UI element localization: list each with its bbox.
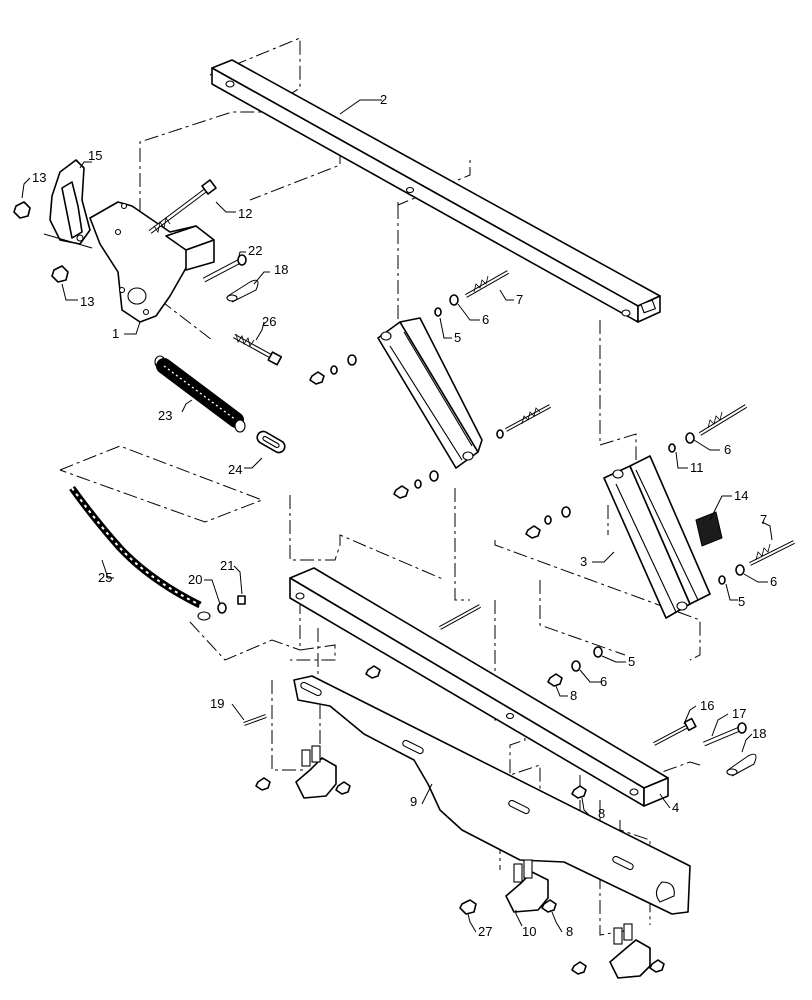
callout-6: 6 (482, 312, 489, 327)
callout-5: 5 (738, 594, 745, 609)
callout-9: 9 (410, 794, 417, 809)
washer-part-20 (217, 602, 227, 614)
callout-27: 27 (478, 924, 492, 939)
callout-17: 17 (732, 706, 746, 721)
callout-labels: 2 15 13 13 12 22 18 1 26 23 24 5 6 7 11 … (32, 92, 777, 939)
top-beam-part-2 (211, 59, 661, 323)
leader-lines (21, 99, 773, 933)
callout-1: 1 (112, 326, 119, 341)
callout-22: 22 (248, 243, 262, 258)
hitch-bracket-part-1 (89, 201, 215, 323)
callout-2: 2 (380, 92, 387, 107)
nut-part-13-upper (13, 201, 31, 219)
pin-part-22 (202, 254, 247, 283)
callout-6: 6 (600, 674, 607, 689)
link-part-24 (256, 430, 286, 454)
callout-3: 3 (580, 554, 587, 569)
hair-pin-clip-part-18-upper (226, 279, 259, 303)
support-arm-part-3 (603, 455, 711, 619)
callout-19: 19 (210, 696, 224, 711)
plate-part-9 (293, 675, 691, 915)
callout-7: 7 (516, 292, 523, 307)
bottom-beam-part-4 (289, 567, 669, 807)
decal-part-14 (695, 511, 723, 547)
pin-part-17 (703, 722, 747, 747)
callout-6: 6 (770, 574, 777, 589)
callout-4: 4 (672, 800, 679, 815)
callout-14: 14 (734, 488, 748, 503)
support-arm-left (377, 317, 483, 469)
callout-15: 15 (88, 148, 102, 163)
callout-10: 10 (522, 924, 536, 939)
hinge-part-10-left (255, 745, 351, 799)
callout-11: 11 (690, 460, 704, 475)
callout-6: 6 (724, 442, 731, 457)
callout-20: 20 (188, 572, 202, 587)
callout-18: 18 (752, 726, 766, 741)
callout-13: 13 (80, 294, 94, 309)
chain-part-25 (69, 485, 211, 621)
bolt-part-16 (653, 717, 697, 746)
hinge-part-10-right (571, 923, 665, 979)
callout-12: 12 (238, 206, 252, 221)
bolt-part-26 (232, 333, 283, 366)
callout-8: 8 (566, 924, 573, 939)
tension-spring-part-23 (154, 355, 246, 433)
callout-13: 13 (32, 170, 46, 185)
callout-18: 18 (274, 262, 288, 277)
callout-24: 24 (228, 462, 242, 477)
callout-16: 16 (700, 698, 714, 713)
callout-26: 26 (262, 314, 276, 329)
hinge-part-10-middle (459, 859, 557, 915)
callout-21: 21 (220, 558, 234, 573)
nut-part-21 (237, 595, 246, 605)
bolt-part-19 (243, 714, 267, 726)
callout-23: 23 (158, 408, 172, 423)
callout-8: 8 (570, 688, 577, 703)
hair-pin-clip-part-18-lower (726, 753, 757, 777)
callout-8: 8 (598, 806, 605, 821)
hardware-middle (309, 270, 551, 499)
bolt-part-12 (148, 179, 217, 234)
nut-part-13-lower (51, 265, 69, 283)
callout-7: 7 (760, 512, 767, 527)
callout-5: 5 (454, 330, 461, 345)
callout-5: 5 (628, 654, 635, 669)
hardware-right (525, 404, 795, 799)
callout-25: 25 (98, 570, 112, 585)
clevis-part-15 (49, 159, 91, 245)
